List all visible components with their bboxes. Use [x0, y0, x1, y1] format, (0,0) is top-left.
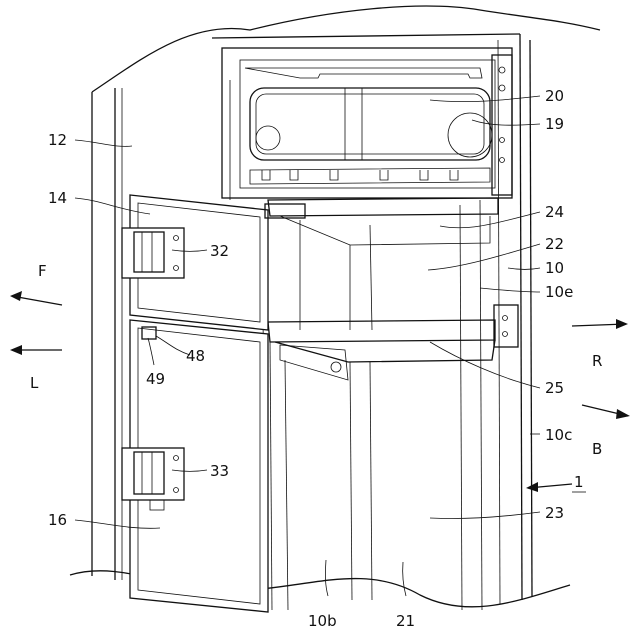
hinge-upper — [122, 228, 184, 278]
label-F: F — [38, 262, 47, 280]
arrow-B — [582, 405, 630, 419]
arrow-F — [10, 291, 62, 305]
label-L: L — [30, 374, 39, 392]
label-R: R — [592, 352, 602, 370]
label-20: 20 — [545, 87, 564, 105]
label-14: 14 — [48, 189, 67, 207]
label-22: 22 — [545, 235, 564, 253]
left-side-wall — [92, 88, 122, 580]
label-1: 1 — [574, 473, 584, 491]
arrow-L — [10, 345, 62, 355]
top-break-outline — [92, 6, 600, 92]
label-12: 12 — [48, 131, 67, 149]
label-24: 24 — [545, 203, 564, 221]
electrical-unit — [222, 48, 512, 200]
arrow-R — [572, 319, 628, 329]
label-32: 32 — [210, 242, 229, 260]
label-25: 25 — [545, 379, 564, 397]
label-21: 21 — [396, 612, 415, 630]
label-23: 23 — [545, 504, 564, 522]
label-48: 48 — [186, 347, 205, 365]
label-10c: 10c — [545, 426, 572, 444]
label-49: 49 — [146, 370, 165, 388]
label-33: 33 — [210, 462, 229, 480]
label-10: 10 — [545, 259, 564, 277]
lower-interior — [262, 220, 372, 610]
label-10e: 10e — [545, 283, 573, 301]
label-16: 16 — [48, 511, 67, 529]
label-10b: 10b — [308, 612, 337, 630]
label-B: B — [592, 440, 602, 458]
label-19: 19 — [545, 115, 564, 133]
